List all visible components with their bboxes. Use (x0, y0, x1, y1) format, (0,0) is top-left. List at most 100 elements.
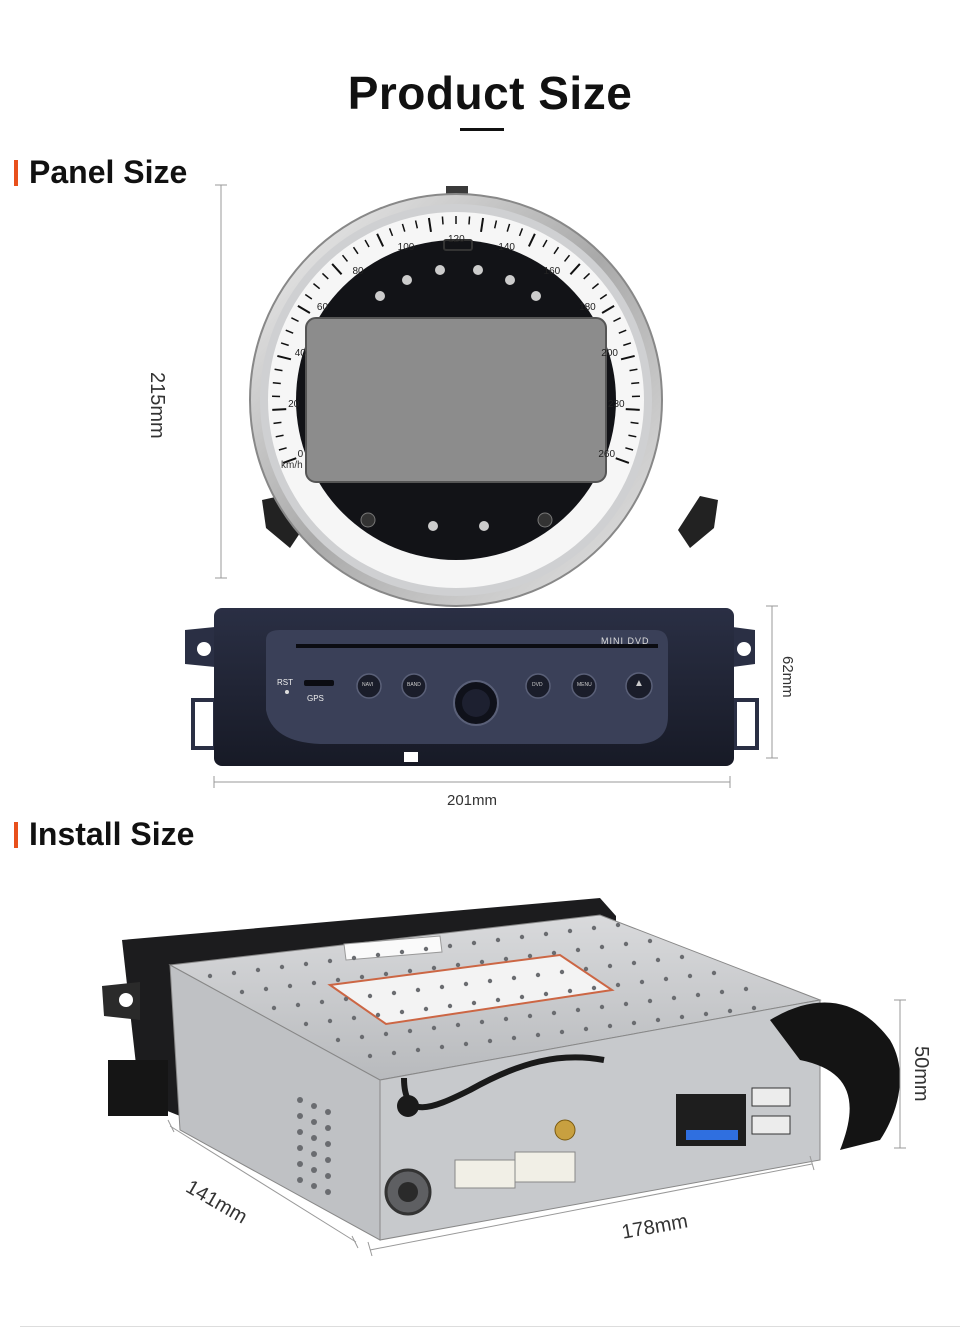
speed-dial-tick (376, 233, 385, 247)
gps-antenna-connector (554, 1119, 576, 1141)
vent-hole (495, 997, 501, 1003)
speed-dial-label: 100 (397, 242, 415, 254)
eject-icon: ▲ (634, 678, 644, 689)
speed-dial-tick (553, 246, 560, 255)
vent-hole (447, 1003, 453, 1009)
vent-hole (599, 944, 605, 950)
indicator-icons-top (375, 265, 541, 301)
vent-hole (527, 1013, 533, 1019)
install-height-label: 50mm (910, 1046, 932, 1102)
vent-hole (503, 1016, 509, 1022)
vent-hole (423, 946, 429, 952)
vent-hole (255, 967, 261, 973)
speed-dial-tick (312, 283, 321, 290)
vent-hole (297, 1129, 303, 1135)
title-underline (460, 128, 504, 131)
vent-hole (487, 978, 493, 984)
speed-dial-label: 40 (294, 348, 306, 360)
vent-hole (599, 1004, 605, 1010)
speed-dial-tick (277, 354, 292, 361)
vent-hole (615, 922, 621, 928)
section-accent-bar (14, 821, 18, 848)
vent-hole (415, 1047, 421, 1053)
section-install-size: Install Size (14, 816, 194, 853)
vent-hole (575, 947, 581, 953)
unit-brand-label: MINI DVD (601, 636, 650, 646)
vent-hole (455, 1022, 461, 1028)
section-accent-bar (14, 159, 18, 186)
vent-hole (351, 955, 357, 961)
vent-hole (431, 965, 437, 971)
speed-dial-tick (275, 434, 284, 438)
navi-button: NAVI (362, 682, 374, 688)
speed-dial-tick (527, 233, 536, 247)
vent-hole (631, 1020, 637, 1026)
speed-dial-tick (331, 263, 343, 275)
speed-dial-label: 230 (607, 398, 625, 410)
vent-hole (311, 1135, 317, 1141)
speed-dial-tick (493, 220, 498, 229)
vent-hole (319, 999, 325, 1005)
speed-dial-tick (629, 368, 638, 372)
vent-hole (727, 1008, 733, 1014)
vent-hole (575, 1007, 581, 1013)
harness-connector-1 (454, 1159, 516, 1189)
vent-hole (303, 1021, 309, 1027)
chassis-vent-holes (207, 922, 757, 1195)
vent-hole (535, 1032, 541, 1038)
vent-hole (325, 1125, 331, 1131)
vent-hole (359, 1034, 365, 1040)
dimension-unit-width (213, 776, 731, 788)
vent-hole (383, 971, 389, 977)
speed-dial-tick (542, 239, 548, 248)
panel-screen (305, 317, 607, 483)
vent-hole (687, 973, 693, 979)
unit-clip-right (733, 698, 759, 750)
vent-hole (297, 1145, 303, 1151)
vent-hole (711, 970, 717, 976)
speed-dial-tick (272, 408, 287, 411)
speed-dial-tick (599, 293, 608, 300)
vent-hole (527, 953, 533, 959)
speed-dial-label: 260 (598, 448, 616, 460)
vent-hole (447, 943, 453, 949)
speed-dial-tick (623, 342, 632, 347)
vent-hole (375, 1012, 381, 1018)
indicator-engine-icon (443, 239, 473, 251)
vent-hole (647, 938, 653, 944)
rst-label: RST (277, 678, 293, 687)
vent-hole (303, 961, 309, 967)
vent-hole (415, 987, 421, 993)
vent-hole (399, 949, 405, 955)
unit-buttons (356, 672, 653, 700)
speed-dial-label: 80 (352, 265, 364, 277)
unit-bottom-notch (404, 752, 418, 762)
vent-hole (463, 981, 469, 987)
vent-hole (567, 988, 573, 994)
vent-hole (391, 1050, 397, 1056)
dimension-panel-height (215, 184, 227, 579)
vent-hole (663, 976, 669, 982)
vent-hole (295, 1002, 301, 1008)
gps-label: GPS (307, 694, 324, 703)
rst-hole (285, 690, 289, 694)
speed-dial-label: 60 (316, 302, 329, 314)
chassis-label-sticker (327, 953, 615, 1026)
speed-dial-tick (274, 368, 283, 372)
vent-hole (327, 1018, 333, 1024)
band-button: BAND (407, 682, 421, 688)
vent-hole (631, 960, 637, 966)
speed-dial-ticks (272, 216, 640, 464)
braided-harness (770, 1002, 901, 1150)
vent-hole (455, 962, 461, 968)
disc-slot (296, 644, 658, 648)
vent-hole (559, 1029, 565, 1035)
speed-dial-tick (506, 223, 511, 232)
volume-knob-center (462, 689, 490, 717)
speed-dial-label: 120 (448, 234, 465, 245)
vent-hole (407, 1028, 413, 1034)
vent-hole (647, 998, 653, 1004)
footer-divider (20, 1326, 960, 1327)
